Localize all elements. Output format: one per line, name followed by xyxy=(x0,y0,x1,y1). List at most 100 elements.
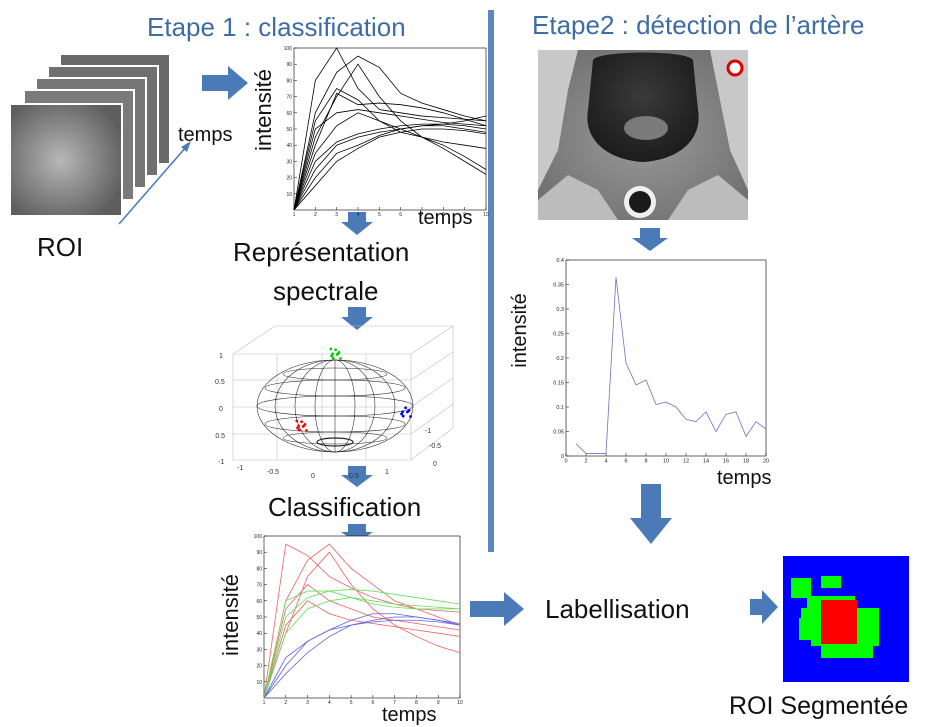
series-line xyxy=(293,112,487,211)
x-tick-label: 8 xyxy=(644,459,647,465)
roi-segmented-image xyxy=(783,556,909,682)
x-tick-label: 14 xyxy=(703,459,709,465)
x-tick-label: 10 xyxy=(663,459,669,465)
chart2-xlabel: temps xyxy=(717,467,772,489)
y-tick-label: 30 xyxy=(286,159,292,165)
x-tick-label: 10 xyxy=(483,212,489,218)
temps-arrow xyxy=(118,141,191,225)
y-tick-label: 40 xyxy=(256,631,262,637)
series-line xyxy=(293,55,487,211)
x-tick-label: 4 xyxy=(357,212,360,218)
down-arrow-3 xyxy=(341,466,373,487)
svg-text:0: 0 xyxy=(433,461,437,468)
series-line xyxy=(263,589,461,699)
chart2-ylabel: intensité xyxy=(508,292,531,368)
x-tick-label: 9 xyxy=(437,700,440,706)
x-tick-label: 6 xyxy=(371,700,374,706)
svg-text:-0.5: -0.5 xyxy=(215,433,225,440)
down-arrow-1 xyxy=(341,212,373,235)
svg-text:0.5: 0.5 xyxy=(349,473,359,478)
chart1-xlabel: temps xyxy=(418,207,473,229)
x-tick-label: 8 xyxy=(442,212,445,218)
roi-frame-front xyxy=(9,103,123,217)
y-tick-label: 100 xyxy=(284,46,293,52)
series-line xyxy=(293,115,487,211)
series-line xyxy=(263,597,461,699)
roi-label: ROI xyxy=(37,232,84,262)
scatter-points xyxy=(295,347,412,432)
x-tick-label: 16 xyxy=(723,459,729,465)
y-tick-label: 10 xyxy=(286,192,292,198)
chart1-ylabel: intensité xyxy=(250,69,276,151)
cluster-point xyxy=(297,424,301,428)
x-tick-label: 4 xyxy=(328,700,331,706)
y-tick-label: 70 xyxy=(256,583,262,589)
y-tick-label: 0.25 xyxy=(553,332,564,338)
roi-segmented-label: ROI Segmentée xyxy=(729,692,909,720)
y-tick-label: 60 xyxy=(256,599,262,605)
y-tick-label: 0.3 xyxy=(556,307,564,313)
spectral-label-line1: Représentation xyxy=(233,237,410,267)
y-tick-label: 50 xyxy=(286,127,292,133)
cluster-point xyxy=(303,423,307,426)
y-tick-label: 50 xyxy=(256,615,262,621)
cluster-point xyxy=(301,425,305,428)
x-tick-label: 2 xyxy=(584,459,587,465)
x-tick-label: 18 xyxy=(743,459,749,465)
classification-label: Classification xyxy=(268,492,422,522)
spectral-sphere-plot: 10.50-0.5-1 -1-0.500.51 -1-0.50 xyxy=(215,325,454,478)
x-tick-label: 10 xyxy=(457,700,463,706)
series-line xyxy=(293,123,487,211)
y-tick-label: 0.2 xyxy=(556,356,564,362)
x-tick-label: 5 xyxy=(378,212,381,218)
x-tick-label: 5 xyxy=(350,700,353,706)
roi-image-stack xyxy=(9,53,171,217)
x-tick-label: 20 xyxy=(763,459,769,465)
arrow-to-labellisation xyxy=(470,592,524,626)
y-tick-label: 100 xyxy=(254,534,263,540)
plot-frame xyxy=(565,259,767,457)
chart3-ylabel: intensité xyxy=(217,574,243,656)
cluster-point xyxy=(297,428,301,432)
series-line xyxy=(263,584,461,699)
y-tick-label: 40 xyxy=(286,143,292,149)
step2-title: Etape2 : détection de l’artère xyxy=(532,10,865,40)
svg-text:-1: -1 xyxy=(218,459,224,466)
labellisation-label: Labellisation xyxy=(545,594,690,624)
y-tick-label: 0.15 xyxy=(553,381,564,387)
y-tick-label: 30 xyxy=(256,647,262,653)
svg-text:-0.5: -0.5 xyxy=(267,469,279,476)
y-tick-label: 0.4 xyxy=(556,258,564,264)
x-tick-label: 7 xyxy=(393,700,396,706)
y-tick-label: 20 xyxy=(286,176,292,182)
series-line xyxy=(263,616,461,699)
divider xyxy=(488,10,494,552)
plot-frame xyxy=(293,47,487,211)
spectral-label-line2: spectrale xyxy=(273,276,379,306)
cluster-point xyxy=(400,412,403,416)
y-tick-label: 10 xyxy=(256,680,262,686)
down-arrow-mri xyxy=(632,228,668,251)
svg-text:1: 1 xyxy=(385,469,389,476)
cluster-point xyxy=(330,354,333,358)
series-line xyxy=(575,277,767,454)
cluster-point xyxy=(401,414,405,418)
series-line xyxy=(263,543,461,699)
series-line xyxy=(293,128,487,211)
cluster-point xyxy=(401,410,405,414)
x-tick-label: 0 xyxy=(564,459,567,465)
x-tick-label: 3 xyxy=(306,700,309,706)
series-line xyxy=(263,590,460,699)
svg-text:-0.5: -0.5 xyxy=(429,443,441,450)
svg-text:0: 0 xyxy=(311,473,315,478)
chart3-xlabel: temps xyxy=(382,704,437,726)
series-line xyxy=(293,63,487,211)
cluster-point xyxy=(334,348,338,352)
series-line xyxy=(263,551,461,699)
x-tick-label: 2 xyxy=(284,700,287,706)
svg-text:1: 1 xyxy=(219,353,223,360)
series-line xyxy=(263,600,461,699)
roi-temps-label: temps xyxy=(178,124,233,146)
